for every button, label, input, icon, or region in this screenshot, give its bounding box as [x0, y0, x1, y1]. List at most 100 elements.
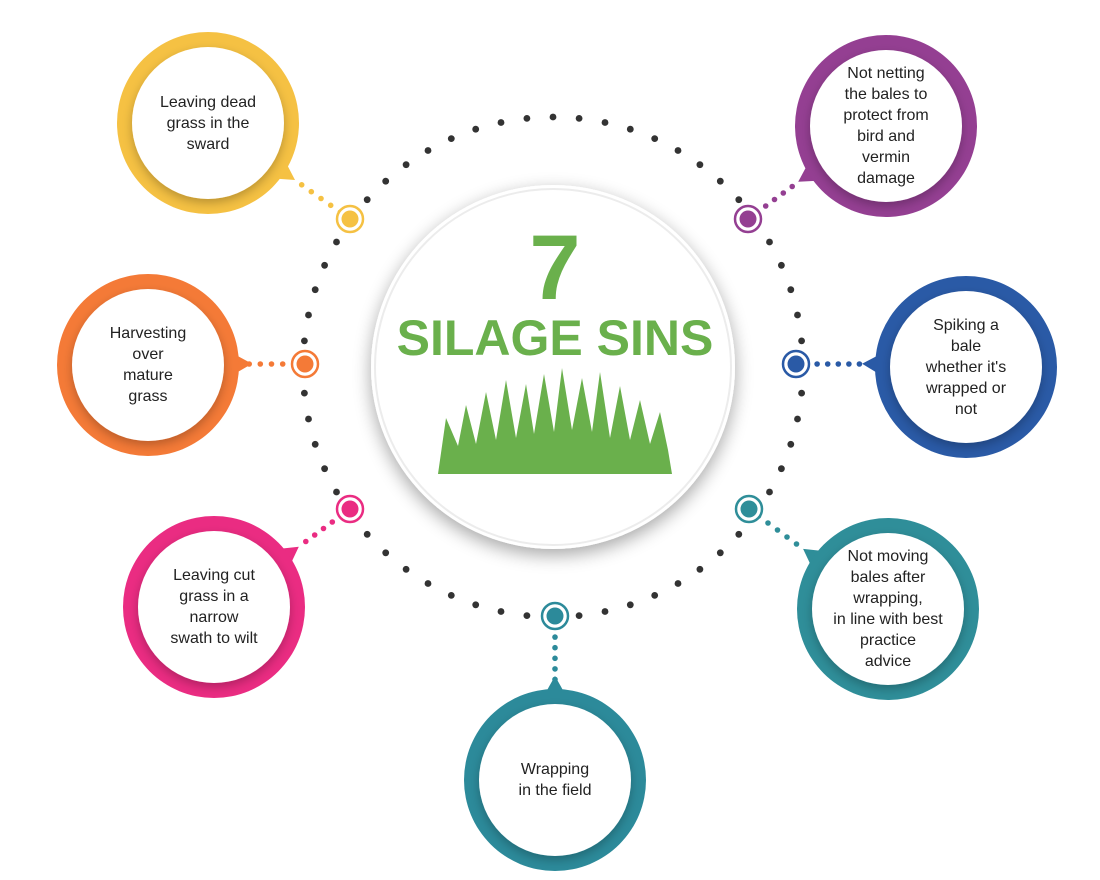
bubble-face: [72, 289, 224, 441]
connector-dot: [552, 666, 558, 672]
ring-dot: [311, 286, 319, 294]
connector-dot: [814, 361, 820, 367]
sin-label-7: Not netting the bales to protect from bi…: [843, 65, 929, 187]
grass-icon: [438, 368, 672, 474]
ring-dot: [321, 465, 328, 473]
connector-dot: [789, 183, 795, 190]
ring-dot: [311, 440, 319, 448]
connector-dot: [774, 527, 781, 533]
ring-dot: [305, 311, 312, 319]
ring-dot: [497, 608, 505, 615]
ring-dot: [447, 592, 455, 599]
ring-node-fill: [740, 500, 758, 518]
ring-dot: [778, 261, 785, 269]
ring-dot: [601, 119, 609, 126]
connector-dot: [824, 361, 831, 367]
sin-label-1: Leaving dead grass in the sward: [159, 93, 257, 153]
ring-dot: [787, 440, 795, 448]
connector-dot: [298, 182, 305, 188]
ring-dot: [651, 135, 659, 143]
ring-dot: [497, 119, 505, 126]
ring-dot: [447, 135, 455, 143]
ring-node-fill: [296, 355, 314, 373]
connector-dot: [320, 525, 327, 532]
bubble-face: [132, 47, 284, 199]
ring-dot: [523, 612, 531, 619]
connector-dot: [327, 202, 334, 209]
ring-dot: [787, 286, 795, 294]
ring-dot: [424, 580, 432, 587]
ring-dot: [382, 549, 390, 557]
ring-node-fill: [546, 607, 564, 625]
ring-dot: [626, 601, 634, 609]
connector-dot: [311, 532, 318, 538]
ring-dot: [472, 125, 480, 133]
ring-dot: [735, 530, 743, 538]
ring-dot: [766, 488, 773, 496]
connector-dot: [762, 203, 769, 209]
ring-dot: [794, 415, 801, 423]
connector-dot: [552, 644, 558, 651]
connector-dot: [835, 361, 842, 367]
ring-dot: [549, 113, 557, 121]
page-title: SILAGE SINS: [396, 310, 714, 366]
connector-dot: [318, 195, 324, 202]
connector-dot: [308, 188, 315, 195]
connector-dot: [279, 361, 286, 367]
ring-dot: [696, 565, 704, 573]
connector-dot: [784, 534, 790, 540]
ring-dot: [523, 115, 531, 122]
bubble-face: [138, 531, 290, 683]
sin-label-5: Not moving bales after wrapping, in line…: [833, 548, 943, 670]
ring-dot: [301, 337, 308, 345]
ring-dot: [382, 177, 390, 185]
ring-dot: [472, 601, 480, 609]
ring-dot: [575, 115, 583, 122]
connector-dot: [329, 519, 336, 525]
sin-label-3: Leaving cut grass in a narrow swath to w…: [170, 567, 258, 647]
ring-dot: [735, 196, 743, 204]
sin-label-6: Spiking a bale whether it's wrapped or n…: [925, 316, 1007, 418]
ring-node-fill: [341, 210, 359, 228]
connector-dot: [268, 361, 275, 367]
ring-dot: [601, 608, 609, 615]
ring-dot: [301, 389, 308, 397]
connector-dot: [771, 196, 778, 203]
connector-dot: [552, 655, 558, 662]
bubble-face: [890, 291, 1042, 443]
ring-dot: [674, 147, 682, 154]
sin-bubbles: [57, 32, 1057, 871]
ring-node-fill: [787, 355, 805, 373]
ring-dot: [798, 337, 805, 345]
ring-node-fill: [341, 500, 359, 518]
ring-dot: [794, 311, 801, 319]
ring-dot: [402, 565, 410, 573]
ring-dot: [333, 488, 340, 496]
connector-dot: [856, 361, 863, 367]
bubble-face: [812, 533, 964, 685]
ring-dot: [716, 549, 724, 557]
ring-dot: [766, 238, 773, 246]
ring-node-fill: [739, 210, 757, 228]
connector-dot: [303, 538, 309, 545]
connector-dot: [793, 541, 800, 547]
bubble-face: [810, 50, 962, 202]
ring-dot: [363, 196, 371, 204]
ring-dot: [363, 530, 371, 538]
connector-dot: [552, 634, 558, 640]
ring-dot: [402, 161, 410, 169]
connector-dot: [765, 520, 771, 526]
ring-dot: [626, 125, 634, 133]
sin-label-4: Wrapping in the field: [518, 761, 592, 799]
connector-dot: [846, 361, 852, 367]
ring-dot: [424, 147, 432, 154]
connector-dot: [257, 361, 264, 367]
ring-dot: [798, 389, 805, 397]
ring-dot: [305, 415, 312, 423]
ring-dot: [696, 161, 704, 169]
grass-shape: [438, 368, 672, 474]
ring-dot: [575, 612, 583, 619]
ring-dot: [716, 177, 724, 185]
bubble-face: [479, 704, 631, 856]
sin-label-2: Harvesting over mature grass: [109, 325, 187, 405]
